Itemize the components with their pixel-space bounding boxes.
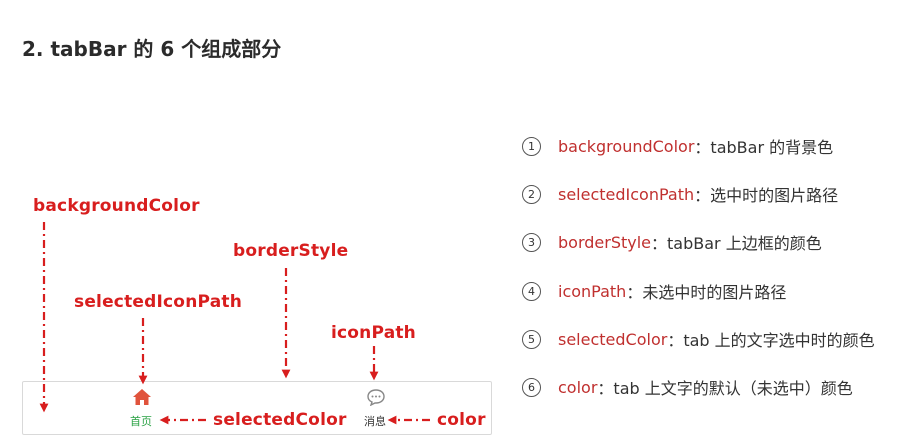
tabbar-mock: 首页 消息: [22, 381, 492, 435]
property-list: 1 backgroundColor：tabBar 的背景色 2 selected…: [522, 0, 914, 448]
list-item: 4 iconPath：未选中时的图片路径: [522, 276, 786, 306]
label-color: color: [436, 409, 487, 432]
circled-number: 3: [522, 232, 541, 252]
label-selected-color: selectedColor: [212, 409, 348, 432]
circled-number: 6: [522, 377, 541, 397]
property-name: iconPath: [558, 281, 627, 301]
property-name: selectedColor: [558, 329, 668, 349]
list-item: 2 selectedIconPath：选中时的图片路径: [522, 179, 838, 209]
property-description: 选中时的图片路径: [710, 186, 839, 205]
property-description: tab 上的文字选中时的颜色: [683, 331, 875, 350]
tab-home-label: 首页: [130, 415, 152, 428]
page-title: 2. tabBar 的 6 个组成部分: [22, 37, 282, 61]
message-icon: [367, 389, 385, 406]
property-description: 未选中时的图片路径: [642, 283, 787, 302]
circled-number: 4: [522, 281, 541, 301]
list-item: 3 borderStyle：tabBar 上边框的颜色: [522, 227, 822, 257]
label-icon-path: iconPath: [330, 322, 418, 345]
property-name: borderStyle: [558, 232, 652, 252]
property-description: tab 上文字的默认（未选中）颜色: [613, 379, 853, 398]
property-description: tabBar 上边框的颜色: [667, 234, 822, 253]
circled-number: 1: [522, 136, 541, 156]
annotation-arrows: [39, 222, 430, 425]
label-border-style: borderStyle: [231, 240, 349, 263]
list-item: 1 backgroundColor：tabBar 的背景色: [522, 131, 833, 161]
property-name: color: [558, 377, 598, 397]
label-background-color: backgroundColor: [32, 195, 201, 218]
property-name: backgroundColor: [558, 136, 695, 156]
list-item: 6 color：tab 上文字的默认（未选中）颜色: [522, 372, 853, 402]
tabbar-diagram: 首页 消息 backgroundColor borderStyle select…: [22, 195, 492, 435]
circled-number: 2: [522, 184, 541, 204]
tab-message-label: 消息: [364, 415, 386, 428]
label-selected-icon-path: selectedIconPath: [73, 291, 244, 314]
list-item: 5 selectedColor：tab 上的文字选中时的颜色: [522, 324, 875, 354]
home-icon: [133, 389, 151, 405]
property-description: tabBar 的背景色: [710, 138, 834, 157]
property-name: selectedIconPath: [558, 184, 695, 204]
circled-number: 5: [522, 329, 541, 349]
